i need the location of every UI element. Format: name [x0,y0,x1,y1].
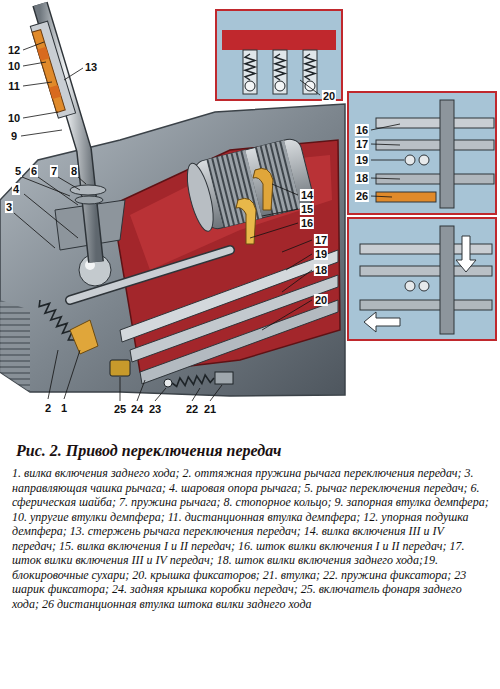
callout-number: 18 [314,264,328,276]
callout-number: 23 [148,403,162,415]
callout-number: 7 [50,165,58,177]
callout-number: 13 [84,61,98,73]
gearshift-illustration [0,0,500,440]
figure-caption: 1. вилка включения заднего хода; 2. оття… [12,466,490,611]
callout-number: 14 [300,189,314,201]
callout-number: 12 [7,44,21,56]
callout-number: 26 [355,190,369,202]
callout-number: 16 [355,124,369,136]
callout-number: 6 [30,165,38,177]
callout-number: 5 [14,165,22,177]
callout-number: 19 [355,154,369,166]
callout-number: 17 [314,234,328,246]
callout-number: 8 [70,165,78,177]
callout-number: 3 [5,201,13,213]
callout-number: 20 [314,294,328,306]
callout-number: 9 [10,130,18,142]
callout-number: 4 [12,183,20,195]
callout-number: 19 [314,248,328,260]
callout-number: 18 [355,172,369,184]
callout-number: 16 [300,217,314,229]
callout-number: 24 [130,403,144,415]
callout-number: 22 [185,403,199,415]
callout-number: 25 [113,403,127,415]
callout-number: 11 [7,80,21,92]
callout-number: 21 [203,403,217,415]
callout-number: 1 [60,402,68,414]
callout-number: 2 [44,402,52,414]
callout-number: 15 [300,203,314,215]
callout-number: 17 [355,138,369,150]
callout-number: 10 [7,60,21,72]
callout-number: 10 [7,112,21,124]
figure-title: Рис. 2. Привод переключения передач [16,442,281,460]
callout-number: 20 [322,90,336,102]
